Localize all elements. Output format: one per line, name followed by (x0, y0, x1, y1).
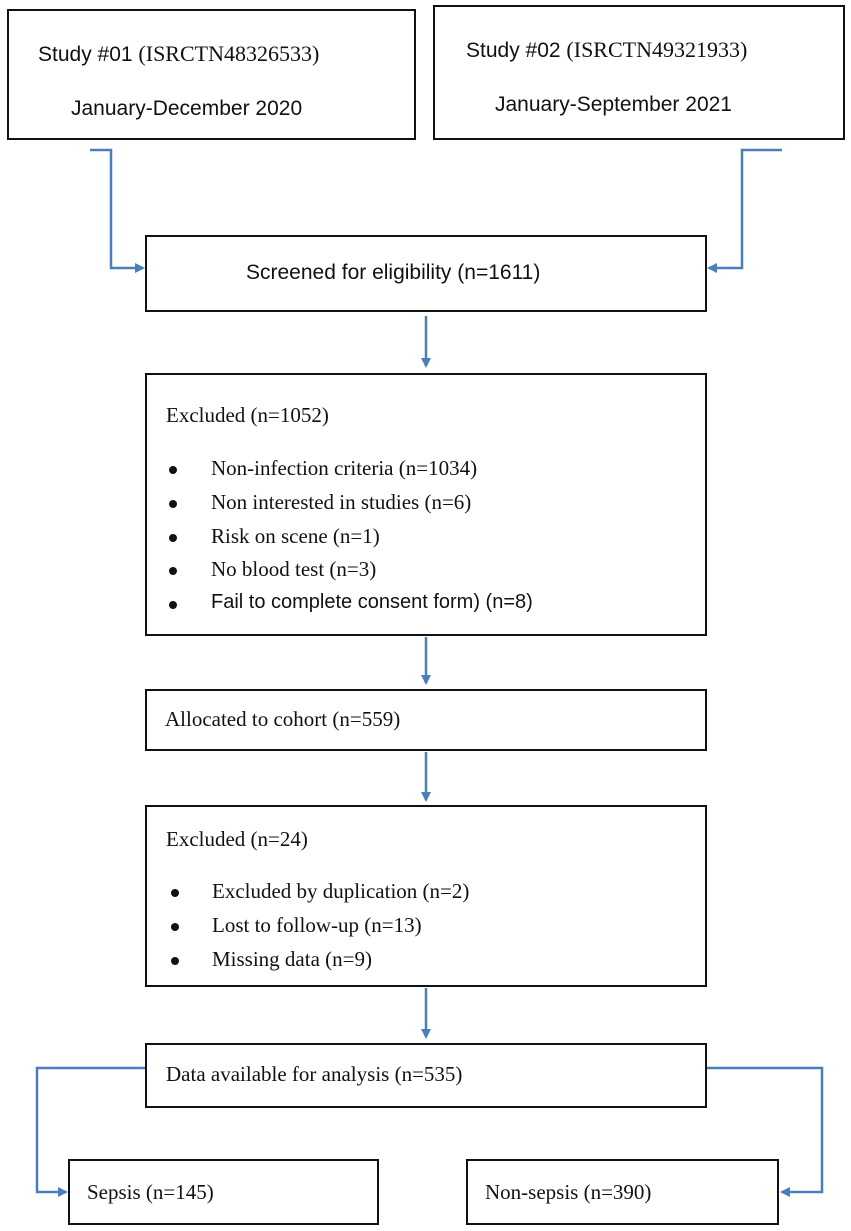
study2-header: Study #02 (ISRCTN49321933) (466, 37, 747, 63)
excluded-item: Non interested in studies (n=6) (211, 490, 472, 514)
excluded-item: Non-infection criteria (n=1034) (211, 456, 478, 480)
screened-box: Screened for eligibility (n=1611) (145, 235, 707, 312)
study1-box: Study #01 (ISRCTN48326533) January-Decem… (7, 9, 416, 140)
bullet-icon (171, 889, 179, 897)
sepsis-box: Sepsis (n=145) (68, 1159, 379, 1225)
excluded-followup-item: Lost to follow-up (n=13) (212, 913, 422, 937)
excluded-item: No blood test (n=3) (211, 557, 377, 581)
bullet-icon (169, 567, 177, 575)
study1-label: Study #01 (38, 43, 133, 66)
bullet-icon (171, 957, 179, 965)
analysis-to-sepsis-arrow (35, 1066, 145, 1197)
excluded-followup-item: Missing data (n=9) (212, 947, 372, 971)
nonsepsis-label: Non-sepsis (n=390) (485, 1180, 652, 1204)
nonsepsis-box: Non-sepsis (n=390) (466, 1159, 779, 1225)
bullet-icon (169, 534, 177, 542)
excluded-box: Excluded (n=1052) Non-infection criteria… (145, 373, 707, 636)
study1-header: Study #01 (ISRCTN48326533) (38, 41, 319, 67)
study2-registration-id: (ISRCTN49321933) (566, 37, 748, 62)
analysis-label: Data available for analysis (n=535) (166, 1062, 463, 1086)
bullet-icon (169, 500, 177, 508)
allocated-label: Allocated to cohort (n=559) (165, 707, 401, 731)
study2-box: Study #02 (ISRCTN49321933) January-Septe… (433, 5, 845, 140)
study1-to-screened-arrow (90, 148, 145, 273)
bullet-icon (169, 601, 177, 609)
analysis-box: Data available for analysis (n=535) (145, 1043, 707, 1108)
excluded-followup-item: Excluded by duplication (n=2) (212, 879, 470, 903)
excluded-title: Excluded (n=1052) (166, 403, 329, 427)
study2-period: January-September 2021 (495, 93, 732, 116)
bullet-icon (169, 466, 177, 474)
excluded-followup-title: Excluded (n=24) (166, 827, 308, 851)
excluded-item: Risk on scene (n=1) (211, 524, 380, 548)
sepsis-label: Sepsis (n=145) (87, 1180, 214, 1204)
allocated-box: Allocated to cohort (n=559) (145, 689, 707, 751)
screened-label: Screened for eligibility (n=1611) (246, 261, 541, 284)
analysis-to-nonsepsis-arrow (707, 1066, 824, 1197)
excluded-item: Fail to complete consent form) (n=8) (211, 591, 533, 613)
study1-registration-id: (ISRCTN48326533) (138, 41, 320, 66)
study1-period: January-December 2020 (71, 97, 303, 120)
excluded-followup-box: Excluded (n=24) Excluded by duplication … (145, 805, 707, 987)
study2-to-screened-arrow (707, 148, 782, 273)
bullet-icon (171, 923, 179, 931)
study2-label: Study #02 (466, 39, 561, 62)
